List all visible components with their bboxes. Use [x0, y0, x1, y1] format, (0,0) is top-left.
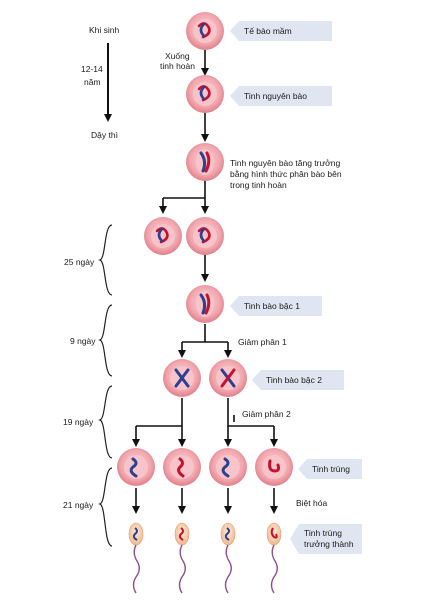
spermatid-cell-1: [117, 448, 155, 486]
dividing-spermatogonium-left: [144, 217, 182, 255]
tag-spermatid: Tinh trùng: [298, 459, 362, 479]
dividing-spermatogonium-right: [186, 217, 224, 255]
timeline-birth-label: Khi sinh: [89, 25, 120, 35]
tag-mature-sperm-text-2: trưởng thành: [304, 539, 354, 549]
duration-label: 21 ngày: [63, 500, 94, 510]
growth-description: Tinh nguyên bào tăng trưởng bằng hình th…: [230, 158, 342, 190]
differentiation-label: Biệt hóa: [296, 498, 328, 508]
duration-braces: [98, 224, 113, 547]
descend-place-label: tinh hoàn: [160, 61, 195, 71]
growing-spermatogonium-cell: [186, 143, 224, 181]
tag-secondary-spermatocyte-text: Tinh bào bậc 2: [266, 375, 322, 385]
tag-spermatid-text: Tinh trùng: [312, 464, 350, 474]
duration-label: 19 ngày: [63, 417, 94, 427]
spermatid-cell-3: [209, 448, 247, 486]
secondary-spermatocyte-left: [163, 359, 201, 397]
primary-spermatocyte-cell: [186, 285, 224, 323]
spermatid-cell-4: [255, 448, 293, 486]
spermatid-cell-2: [163, 448, 201, 486]
spermatogonium-cell: [186, 75, 224, 113]
timeline-age-unit: năm: [84, 77, 101, 87]
meiosis-2-label: Giảm phân 2: [242, 409, 291, 419]
germ-cell: [186, 12, 224, 50]
duration-label: 9 ngày: [70, 336, 96, 346]
timeline-puberty-label: Dậy thì: [91, 130, 118, 140]
tag-mature-sperm-text-1: Tinh trùng: [304, 528, 342, 538]
mature-sperm-4: [266, 522, 282, 594]
tag-germ-cell: Tế bào mầm: [230, 21, 332, 41]
tag-secondary-spermatocyte: Tinh bào bậc 2: [252, 370, 344, 390]
tag-spermatogonium-text: Tinh nguyên bào: [244, 91, 308, 101]
secondary-spermatocyte-right: [209, 359, 247, 397]
duration-label: 25 ngày: [64, 257, 95, 267]
tag-primary-spermatocyte: Tinh bào bậc 1: [230, 296, 322, 316]
meiosis-1-label: Giảm phân 1: [238, 337, 287, 347]
descend-label: Xuống: [165, 51, 190, 61]
flow-arrows: [132, 50, 278, 514]
timeline-age-range: 12-14: [81, 64, 103, 74]
mature-sperm-1: [128, 522, 144, 594]
tag-germ-cell-text: Tế bào mầm: [244, 26, 292, 36]
mature-sperm-3: [220, 522, 236, 594]
tag-spermatogonium: Tinh nguyên bào: [230, 86, 332, 106]
tag-mature-sperm: Tinh trùng trưởng thành: [290, 524, 362, 554]
tag-primary-spermatocyte-text: Tinh bào bậc 1: [244, 301, 300, 311]
mature-sperm-2: [174, 522, 190, 594]
